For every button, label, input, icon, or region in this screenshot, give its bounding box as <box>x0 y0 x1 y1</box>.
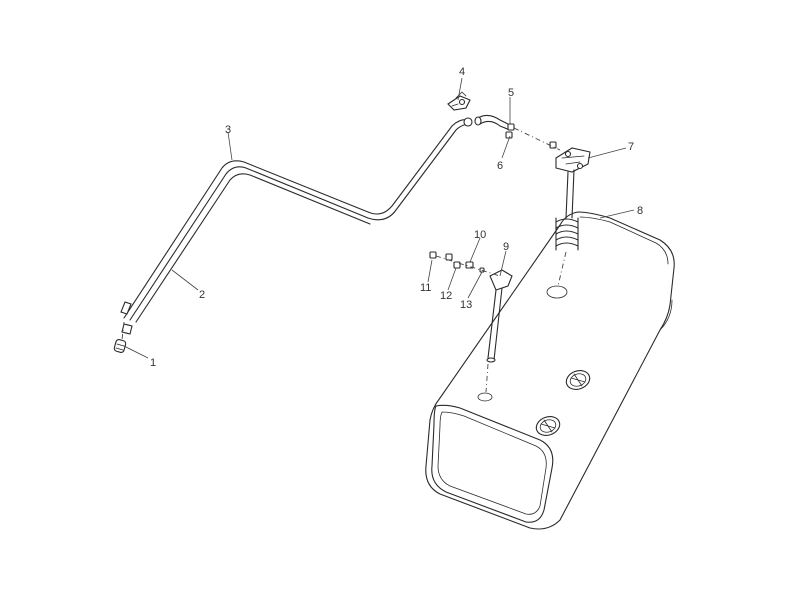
callout-6: 6 <box>497 160 503 172</box>
callout-11: 11 <box>420 282 431 294</box>
callout-2: 2 <box>199 289 205 301</box>
callout-12: 12 <box>440 290 452 302</box>
callout-1: 1 <box>150 357 156 369</box>
fittings-parts-10-13 <box>429 251 485 273</box>
callout-3: 3 <box>225 124 231 136</box>
fuel-sender-part-7 <box>549 141 591 251</box>
sender-opening-lower <box>477 392 493 402</box>
callout-7: 7 <box>628 141 634 153</box>
fuel-sender-part-9 <box>486 269 513 363</box>
fitting-part-10 <box>465 261 474 269</box>
clamp-part-6 <box>505 131 513 139</box>
fuel-lines <box>120 117 473 335</box>
assembly-center-lines <box>121 127 567 393</box>
pipe-fitting-left <box>120 301 132 315</box>
pipe-fitting-lower <box>121 323 133 335</box>
leader-lines <box>123 77 635 359</box>
clip-part-4 <box>447 91 471 111</box>
pipe-end-nut <box>463 117 473 127</box>
sender-opening-upper <box>546 285 568 299</box>
callout-10: 10 <box>474 229 486 241</box>
callout-9: 9 <box>503 241 509 253</box>
filler-cap-upper <box>565 370 591 390</box>
hose-part-5 <box>474 114 515 131</box>
fuel-tank <box>425 211 675 530</box>
fitting-part-12 <box>453 261 461 269</box>
fitting-part-11 <box>429 251 437 259</box>
connector-part-1 <box>113 339 127 353</box>
callout-13: 13 <box>460 299 472 311</box>
callout-8: 8 <box>637 205 643 217</box>
callout-5: 5 <box>508 87 514 99</box>
filler-cap-lower <box>535 416 561 436</box>
callout-4: 4 <box>459 66 465 78</box>
callout-labels: 1 2 3 4 5 6 7 8 9 10 11 12 13 <box>150 66 643 369</box>
